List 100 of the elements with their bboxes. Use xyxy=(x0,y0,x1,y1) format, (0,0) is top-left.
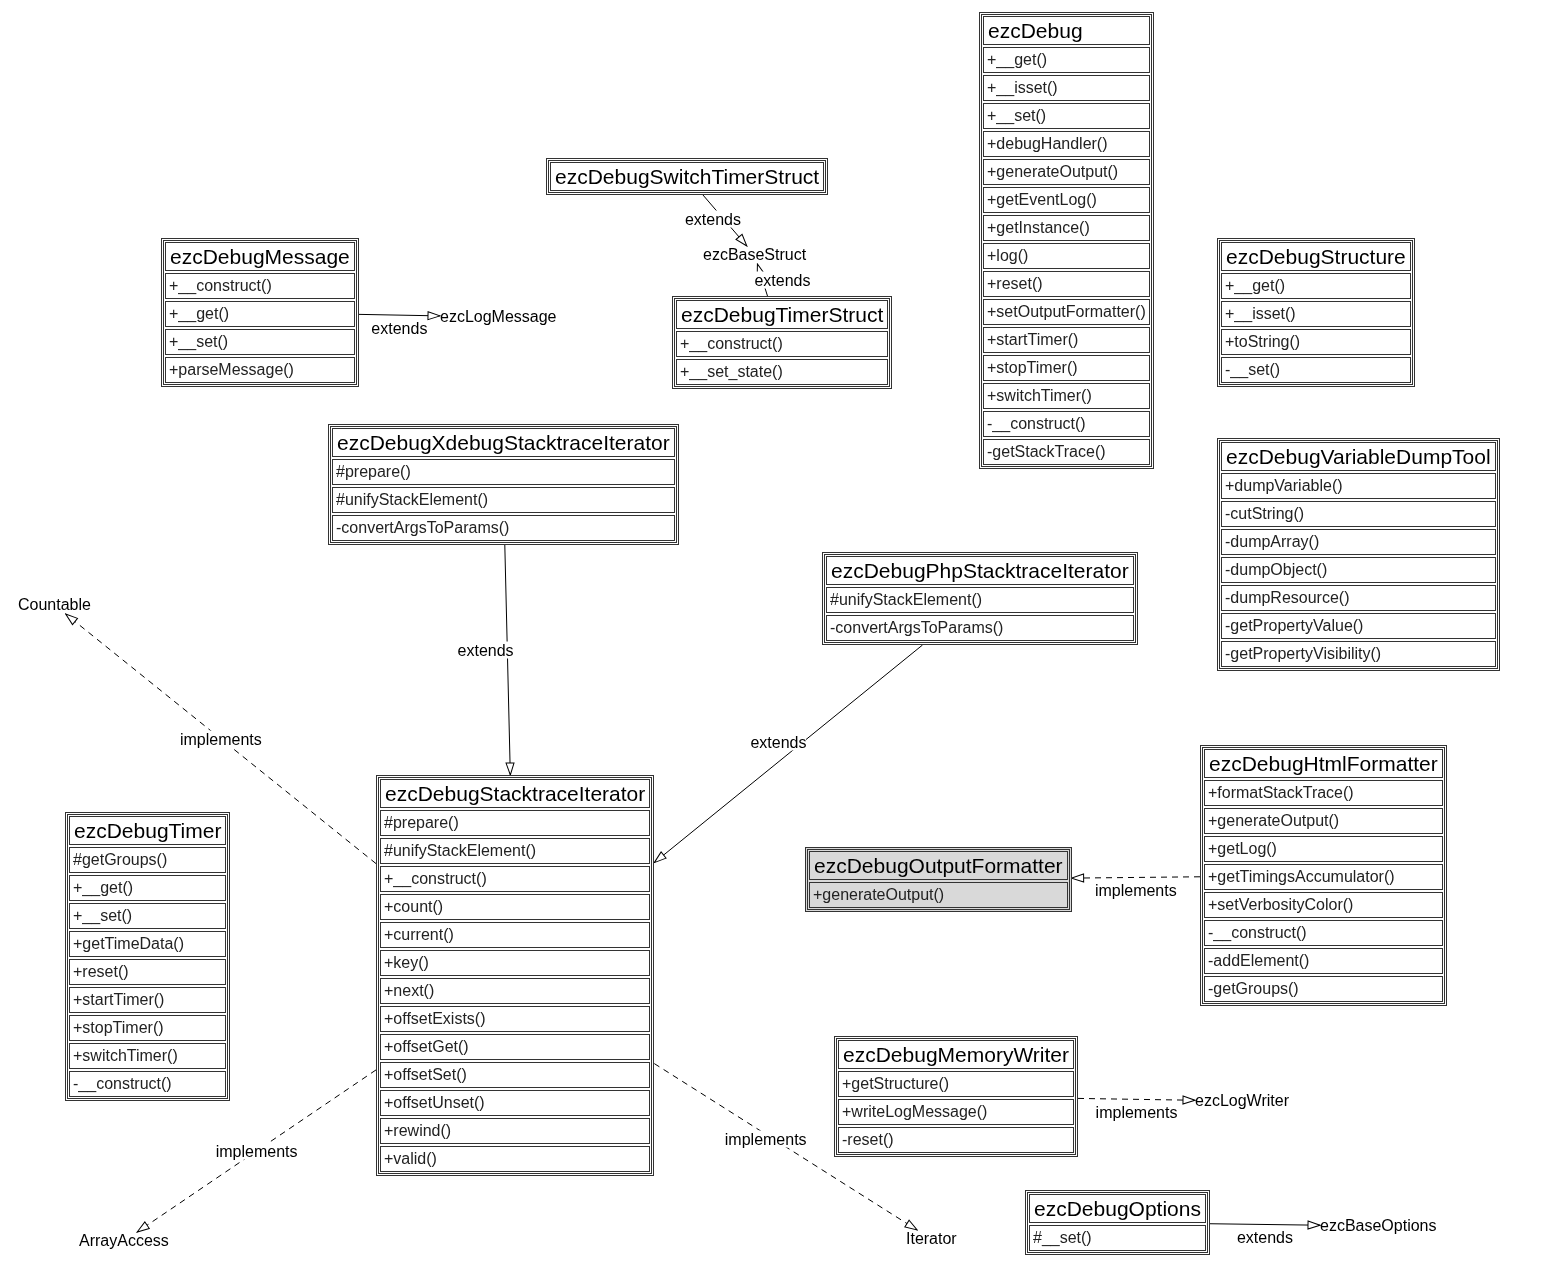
edge-label: implements xyxy=(1095,1103,1178,1121)
method-row: -addElement() xyxy=(1204,948,1443,974)
method-row: +rewind() xyxy=(380,1118,651,1144)
method-row: +__get() xyxy=(165,301,355,327)
method-row: +writeLogMessage() xyxy=(838,1099,1074,1125)
edge-label: extends xyxy=(754,271,811,289)
realization-arrow xyxy=(1077,1095,1196,1105)
edge-label: extends xyxy=(1236,1228,1293,1246)
edge-label: implements xyxy=(179,730,262,748)
method-row: -convertArgsToParams() xyxy=(826,615,1134,641)
method-row: +__construct() xyxy=(676,331,889,357)
method-row: +__get() xyxy=(983,47,1150,73)
method-row: +__construct() xyxy=(165,273,355,299)
class-name-label: Countable xyxy=(18,596,91,614)
method-row: #prepare() xyxy=(332,459,675,485)
method-row: +stopTimer() xyxy=(983,355,1150,381)
method-row: +parseMessage() xyxy=(165,357,355,383)
method-row: +offsetSet() xyxy=(380,1062,651,1088)
method-row: +switchTimer() xyxy=(69,1043,227,1069)
method-row: +next() xyxy=(380,978,651,1004)
method-row: -dumpResource() xyxy=(1221,585,1496,611)
method-row: +toString() xyxy=(1221,329,1411,355)
method-row: -getStackTrace() xyxy=(983,439,1150,465)
class-name-label: ezcBaseOptions xyxy=(1320,1217,1437,1235)
method-row: +__set() xyxy=(69,903,227,929)
realization-arrow xyxy=(65,613,377,865)
class-box xyxy=(672,296,893,389)
method-row: +getEventLog() xyxy=(983,187,1150,213)
class-name-label: ezcBaseStruct xyxy=(703,246,807,264)
method-row: +__set_state() xyxy=(676,359,889,385)
method-row: -reset() xyxy=(838,1127,1074,1153)
method-row: #unifyStackElement() xyxy=(826,587,1134,613)
method-row: +setOutputFormatter() xyxy=(983,299,1150,325)
edge-label: extends xyxy=(371,319,428,337)
class-box xyxy=(822,552,1138,645)
edge-label: extends xyxy=(750,733,807,751)
class-name-label: Iterator xyxy=(906,1230,957,1248)
class-name: ezcDebugMessage xyxy=(165,242,355,271)
method-row: +reset() xyxy=(983,271,1150,297)
class-name: ezcDebug xyxy=(983,16,1150,45)
method-row: #unifyStackElement() xyxy=(332,487,675,513)
method-row: +key() xyxy=(380,950,651,976)
method-row: +dumpVariable() xyxy=(1221,473,1496,499)
class-box xyxy=(1217,238,1415,387)
method-row: +setVerbosityColor() xyxy=(1204,892,1443,918)
method-row: -getPropertyValue() xyxy=(1221,613,1496,639)
method-row: +stopTimer() xyxy=(69,1015,227,1041)
method-row: +generateOutput() xyxy=(809,882,1068,908)
method-row: +__get() xyxy=(69,875,227,901)
edge-label: implements xyxy=(215,1142,298,1160)
method-row: -__construct() xyxy=(69,1071,227,1097)
class-box xyxy=(1217,438,1500,671)
method-row: +offsetExists() xyxy=(380,1006,651,1032)
class-box xyxy=(376,775,655,1176)
realization-arrow xyxy=(653,1063,918,1231)
method-row: +offsetUnset() xyxy=(380,1090,651,1116)
class-name: ezcDebugTimer xyxy=(69,816,227,845)
method-row: -dumpObject() xyxy=(1221,557,1496,583)
class-box xyxy=(65,812,231,1101)
class-name: ezcDebugTimerStruct xyxy=(676,300,889,329)
class-name: ezcDebugStructure xyxy=(1221,242,1411,271)
method-row: -__set() xyxy=(1221,357,1411,383)
class-name-label: ezcLogMessage xyxy=(440,308,557,326)
method-row: +getLog() xyxy=(1204,836,1443,862)
edge-label: implements xyxy=(724,1130,807,1148)
method-row: +valid() xyxy=(380,1146,651,1172)
method-row: #getGroups() xyxy=(69,847,227,873)
method-row: -cutString() xyxy=(1221,501,1496,527)
class-name: ezcDebugOptions xyxy=(1029,1194,1206,1223)
class-name: ezcDebugPhpStacktraceIterator xyxy=(826,556,1134,585)
method-row: #__set() xyxy=(1029,1225,1206,1251)
class-name-label: ArrayAccess xyxy=(79,1232,169,1250)
method-row: -__construct() xyxy=(983,411,1150,437)
method-row: +getInstance() xyxy=(983,215,1150,241)
class-name: ezcDebugVariableDumpTool xyxy=(1221,442,1496,471)
method-row: +generateOutput() xyxy=(1204,808,1443,834)
method-row: #prepare() xyxy=(380,810,651,836)
method-row: -convertArgsToParams() xyxy=(332,515,675,541)
class-box xyxy=(328,424,679,545)
method-row: +getTimeData() xyxy=(69,931,227,957)
class-box xyxy=(805,847,1072,912)
method-row: +getTimingsAccumulator() xyxy=(1204,864,1443,890)
realization-arrow xyxy=(1071,873,1201,883)
method-row: +getStructure() xyxy=(838,1071,1074,1097)
method-row: +current() xyxy=(380,922,651,948)
method-row: +__set() xyxy=(983,103,1150,129)
method-row: +startTimer() xyxy=(983,327,1150,353)
method-row: -__construct() xyxy=(1204,920,1443,946)
method-row: +__construct() xyxy=(380,866,651,892)
inheritance-arrow xyxy=(358,311,441,321)
class-name-label: ezcLogWriter xyxy=(1195,1092,1289,1110)
class-name: ezcDebugMemoryWriter xyxy=(838,1040,1074,1069)
class-box xyxy=(161,238,359,387)
method-row: +reset() xyxy=(69,959,227,985)
class-name: ezcDebugStacktraceIterator xyxy=(380,779,651,808)
realization-arrow xyxy=(136,1069,377,1233)
method-row: +switchTimer() xyxy=(983,383,1150,409)
inheritance-arrow xyxy=(504,544,515,776)
method-row: +debugHandler() xyxy=(983,131,1150,157)
method-row: +formatStackTrace() xyxy=(1204,780,1443,806)
